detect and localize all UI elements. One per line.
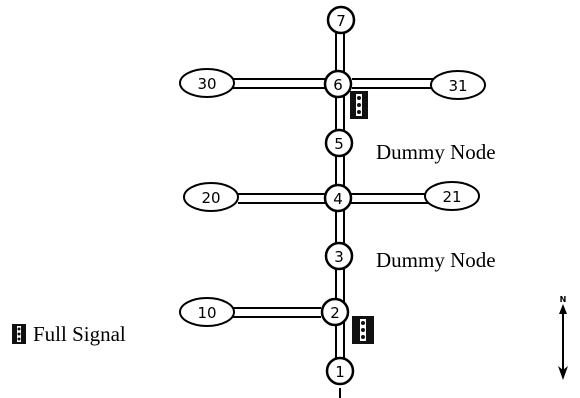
zone-10-label: 10 bbox=[197, 304, 216, 322]
legend-signal-icon bbox=[12, 324, 26, 344]
node-5-label: 5 bbox=[334, 135, 344, 153]
link-6-30 bbox=[232, 78, 328, 89]
node-2-label: 2 bbox=[330, 304, 340, 322]
legend: Full Signal bbox=[12, 322, 126, 346]
zone-31-label: 31 bbox=[448, 77, 467, 95]
node-4: 4 bbox=[323, 183, 353, 213]
signal-icon-node-2 bbox=[352, 316, 374, 344]
node-6: 6 bbox=[323, 69, 353, 99]
north-label: N bbox=[560, 295, 567, 304]
zone-30-label: 30 bbox=[197, 75, 216, 93]
link-6-31 bbox=[352, 78, 438, 89]
node-3-label: 3 bbox=[334, 248, 344, 266]
dummy-node-label-lower: Dummy Node bbox=[376, 248, 496, 272]
zone-21: 21 bbox=[424, 181, 480, 211]
node-6-label: 6 bbox=[333, 76, 343, 94]
link-2-10 bbox=[232, 307, 321, 318]
node-7: 7 bbox=[326, 5, 356, 35]
dummy-node-label-upper: Dummy Node bbox=[376, 140, 496, 164]
zone-21-label: 21 bbox=[442, 188, 461, 206]
node-1-label: 1 bbox=[335, 363, 345, 381]
link-4-20 bbox=[238, 193, 325, 204]
zone-31: 31 bbox=[430, 70, 486, 100]
node-5: 5 bbox=[324, 128, 354, 158]
node-1: 1 bbox=[325, 356, 355, 386]
signal-icon-node-6 bbox=[350, 91, 368, 119]
north-arrow-icon: N bbox=[558, 295, 568, 380]
legend-label: Full Signal bbox=[33, 322, 126, 346]
node-2: 2 bbox=[320, 297, 350, 327]
zone-30: 30 bbox=[179, 68, 235, 98]
zone-20-label: 20 bbox=[201, 189, 220, 207]
node-3: 3 bbox=[324, 241, 354, 271]
zone-10: 10 bbox=[179, 297, 235, 327]
node-7-label: 7 bbox=[336, 12, 346, 30]
node-4-label: 4 bbox=[333, 190, 343, 208]
zone-20: 20 bbox=[183, 182, 239, 212]
link-4-21 bbox=[351, 193, 428, 204]
